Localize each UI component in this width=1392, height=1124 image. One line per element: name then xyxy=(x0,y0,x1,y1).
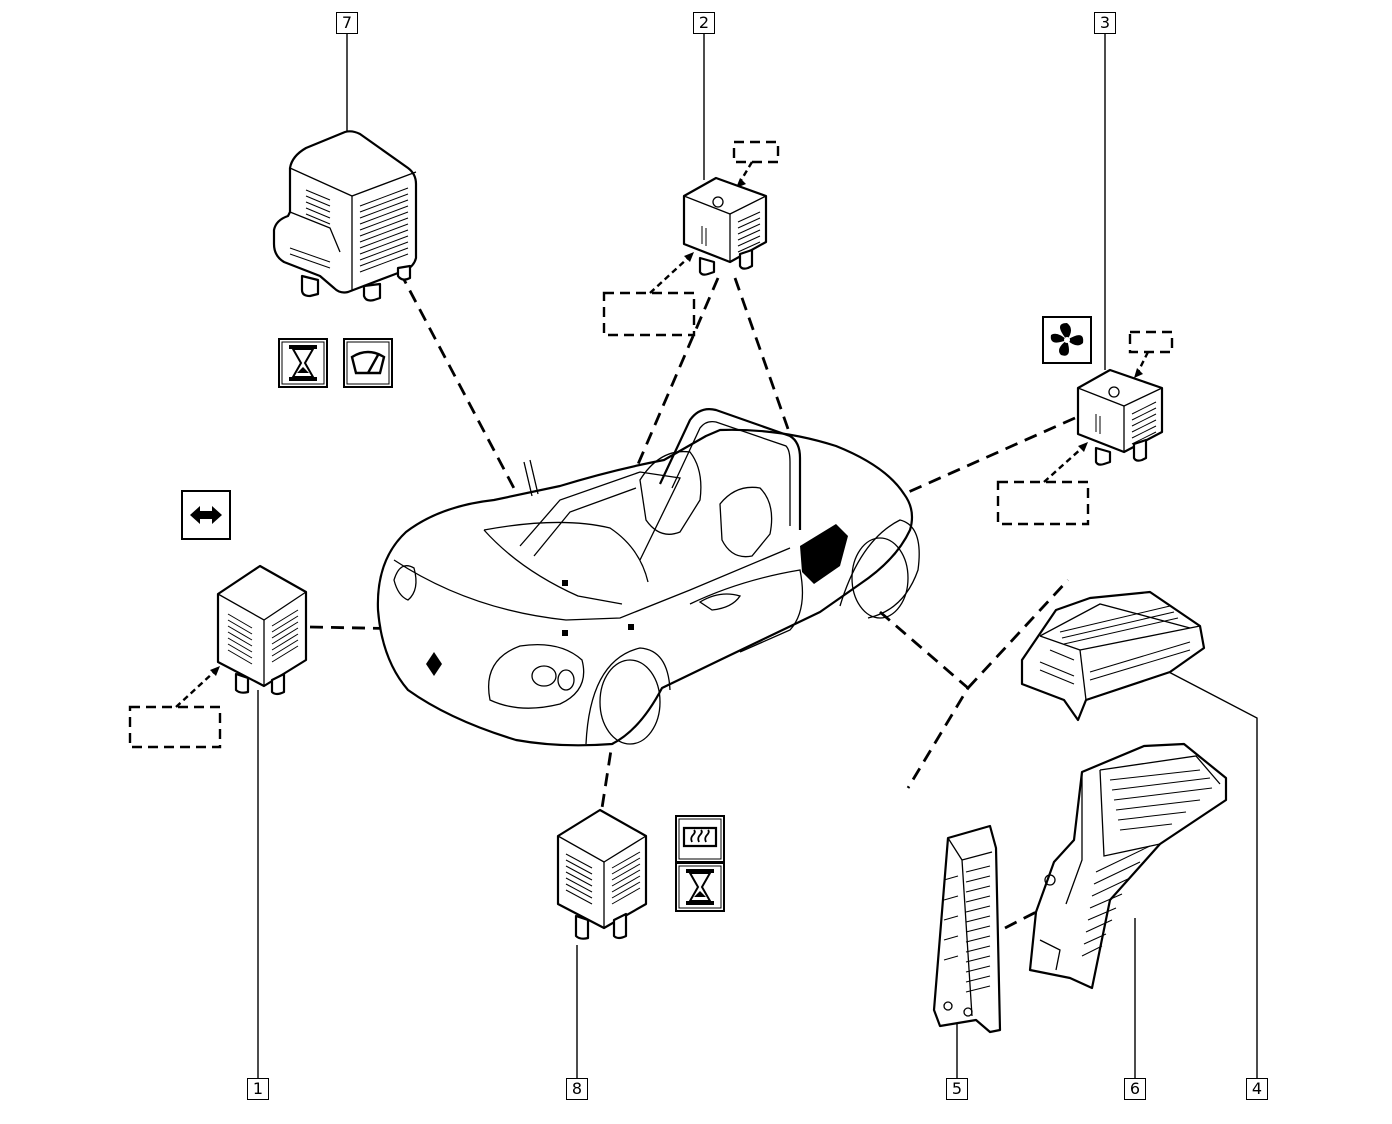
rear-defrost-icon xyxy=(675,815,725,863)
double-arrow-icon xyxy=(181,490,231,540)
car-illustration xyxy=(376,408,920,747)
location-box-3-top xyxy=(1128,330,1174,354)
callout-5: 5 xyxy=(946,1078,968,1100)
callout-3: 3 xyxy=(1094,12,1116,34)
callout-8: 8 xyxy=(566,1078,588,1100)
component-5-panel xyxy=(932,824,1002,1034)
fan-icon xyxy=(1042,316,1092,364)
wiper-icon xyxy=(343,338,393,388)
callout-7: 7 xyxy=(336,12,358,34)
relay-2 xyxy=(682,176,768,276)
relay-8 xyxy=(556,808,648,940)
connection-fusebox xyxy=(879,610,970,789)
location-box-2-left xyxy=(602,291,696,337)
callout-1: 1 xyxy=(247,1078,269,1100)
connection-5-6 xyxy=(1004,908,1041,930)
connection-3 xyxy=(894,416,1076,500)
component-6-bracket xyxy=(1028,742,1228,990)
location-box-2-top xyxy=(732,140,780,164)
leader-4 xyxy=(1164,669,1258,1078)
component-4-fuse-box xyxy=(1020,590,1206,722)
location-box-1 xyxy=(128,705,222,749)
hourglass-icon xyxy=(278,338,328,388)
callout-4: 4 xyxy=(1246,1078,1268,1100)
hourglass-icon xyxy=(675,862,725,912)
relay-7 xyxy=(272,130,418,302)
location-box-3-left xyxy=(996,480,1090,526)
connection-fusebox-b xyxy=(966,579,1070,689)
relay-3 xyxy=(1076,368,1164,466)
callout-2: 2 xyxy=(693,12,715,34)
callout-6: 6 xyxy=(1124,1078,1146,1100)
relay-1 xyxy=(216,564,308,696)
leader-lines xyxy=(257,34,1258,1078)
